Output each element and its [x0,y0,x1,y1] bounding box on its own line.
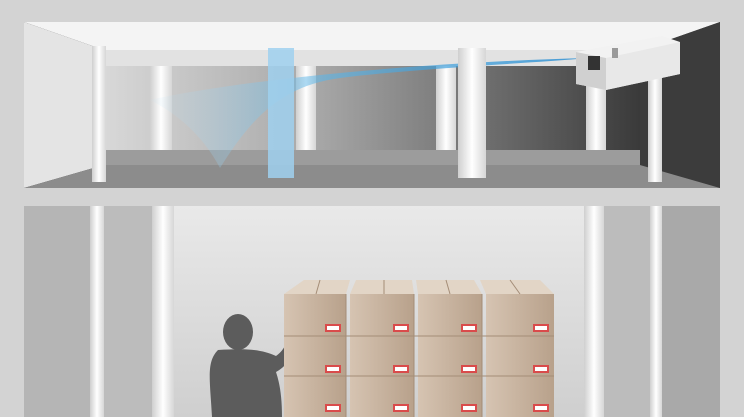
box-icon [480,280,554,417]
box-icon [284,280,350,417]
ceiling-panel [24,22,720,188]
warehouse-panel [24,206,720,417]
box-icon [416,280,482,417]
box-stack [284,280,554,417]
box-icon [350,280,414,417]
